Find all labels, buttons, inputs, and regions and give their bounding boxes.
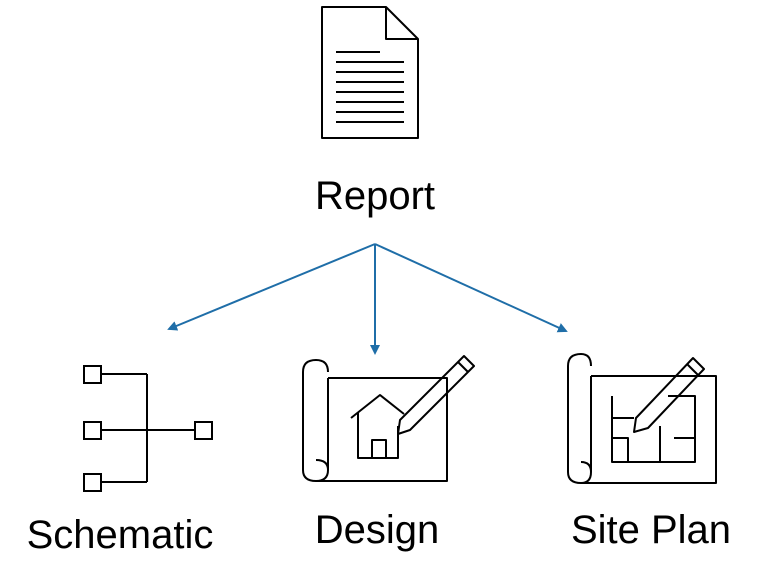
edge-report-to-schematic <box>167 243 376 331</box>
floorplan-blueprint-icon <box>567 353 717 484</box>
node-label-design: Design <box>314 508 440 552</box>
node-label-schematic: Schematic <box>26 513 214 557</box>
edges <box>167 243 568 355</box>
document-icon <box>321 6 419 139</box>
house-blueprint-icon <box>302 355 475 482</box>
node-label-site-plan: Site Plan <box>570 508 732 552</box>
node-label-report: Report <box>314 174 436 218</box>
schematic-tree-icon <box>83 365 213 492</box>
edge-report-to-site-plan <box>374 243 568 333</box>
